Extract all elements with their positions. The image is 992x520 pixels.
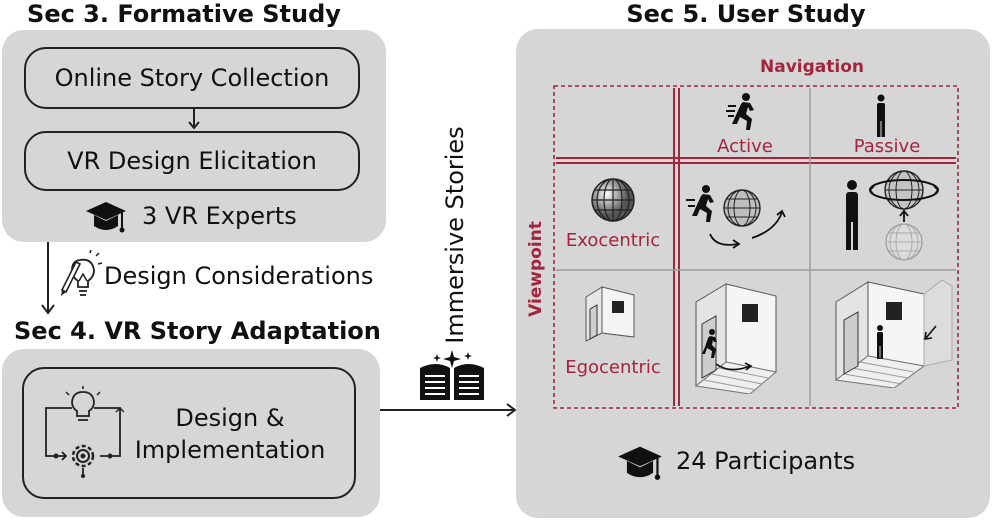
room-standing-icon <box>834 279 953 388</box>
egocentric-label: Egocentric <box>565 357 661 378</box>
graduation-cap-icon <box>86 202 126 233</box>
standing-person-icon <box>877 94 885 137</box>
design-implementation-label-line1: Design & <box>175 404 285 432</box>
immersive-stories-label: Immersive Stories <box>441 126 469 344</box>
design-considerations-label: Design Considerations <box>104 262 374 290</box>
online-story-collection-box: Online Story Collection <box>24 47 360 109</box>
open-book-sparkle-icon <box>420 350 484 400</box>
exocentric-label: Exocentric <box>565 230 661 251</box>
design-implementation-box <box>22 367 356 499</box>
down-arrow-icon <box>41 242 55 315</box>
down-arrow-icon <box>188 107 200 130</box>
globe-icon <box>591 178 635 222</box>
graduation-cap-icon <box>618 446 662 480</box>
user-study-panel <box>516 29 990 518</box>
adaptation-heading: Sec 4. VR Story Adaptation <box>14 317 381 345</box>
runner-globe-icon <box>686 185 786 249</box>
person-rotating-globe-icon <box>846 170 940 261</box>
design-space-grid <box>553 85 959 409</box>
participants-label: 24 Participants <box>676 447 856 475</box>
formative-heading: Sec 3. Formative Study <box>27 0 341 28</box>
experts-label: 3 VR Experts <box>142 202 297 230</box>
passive-label: Passive <box>853 136 921 157</box>
design-implementation-label-line2: Implementation <box>134 436 326 464</box>
online-story-collection-label: Online Story Collection <box>54 64 330 92</box>
running-person-icon <box>726 93 754 130</box>
room-icon <box>585 286 635 342</box>
adaptation-panel <box>2 349 380 517</box>
vr-design-elicitation-label: VR Design Elicitation <box>67 147 317 175</box>
pencil-lightbulb-icon <box>60 250 103 296</box>
user-study-heading: Sec 5. User Study <box>626 0 866 28</box>
formative-panel <box>2 30 386 242</box>
viewpoint-label: Viewpoint <box>526 221 546 317</box>
vr-design-elicitation-box: VR Design Elicitation <box>24 131 360 191</box>
design-cycle-icon <box>45 386 124 478</box>
right-arrow-icon <box>380 403 517 417</box>
navigation-label: Navigation <box>760 57 864 77</box>
active-label: Active <box>717 136 773 157</box>
room-walking-icon <box>694 283 778 394</box>
